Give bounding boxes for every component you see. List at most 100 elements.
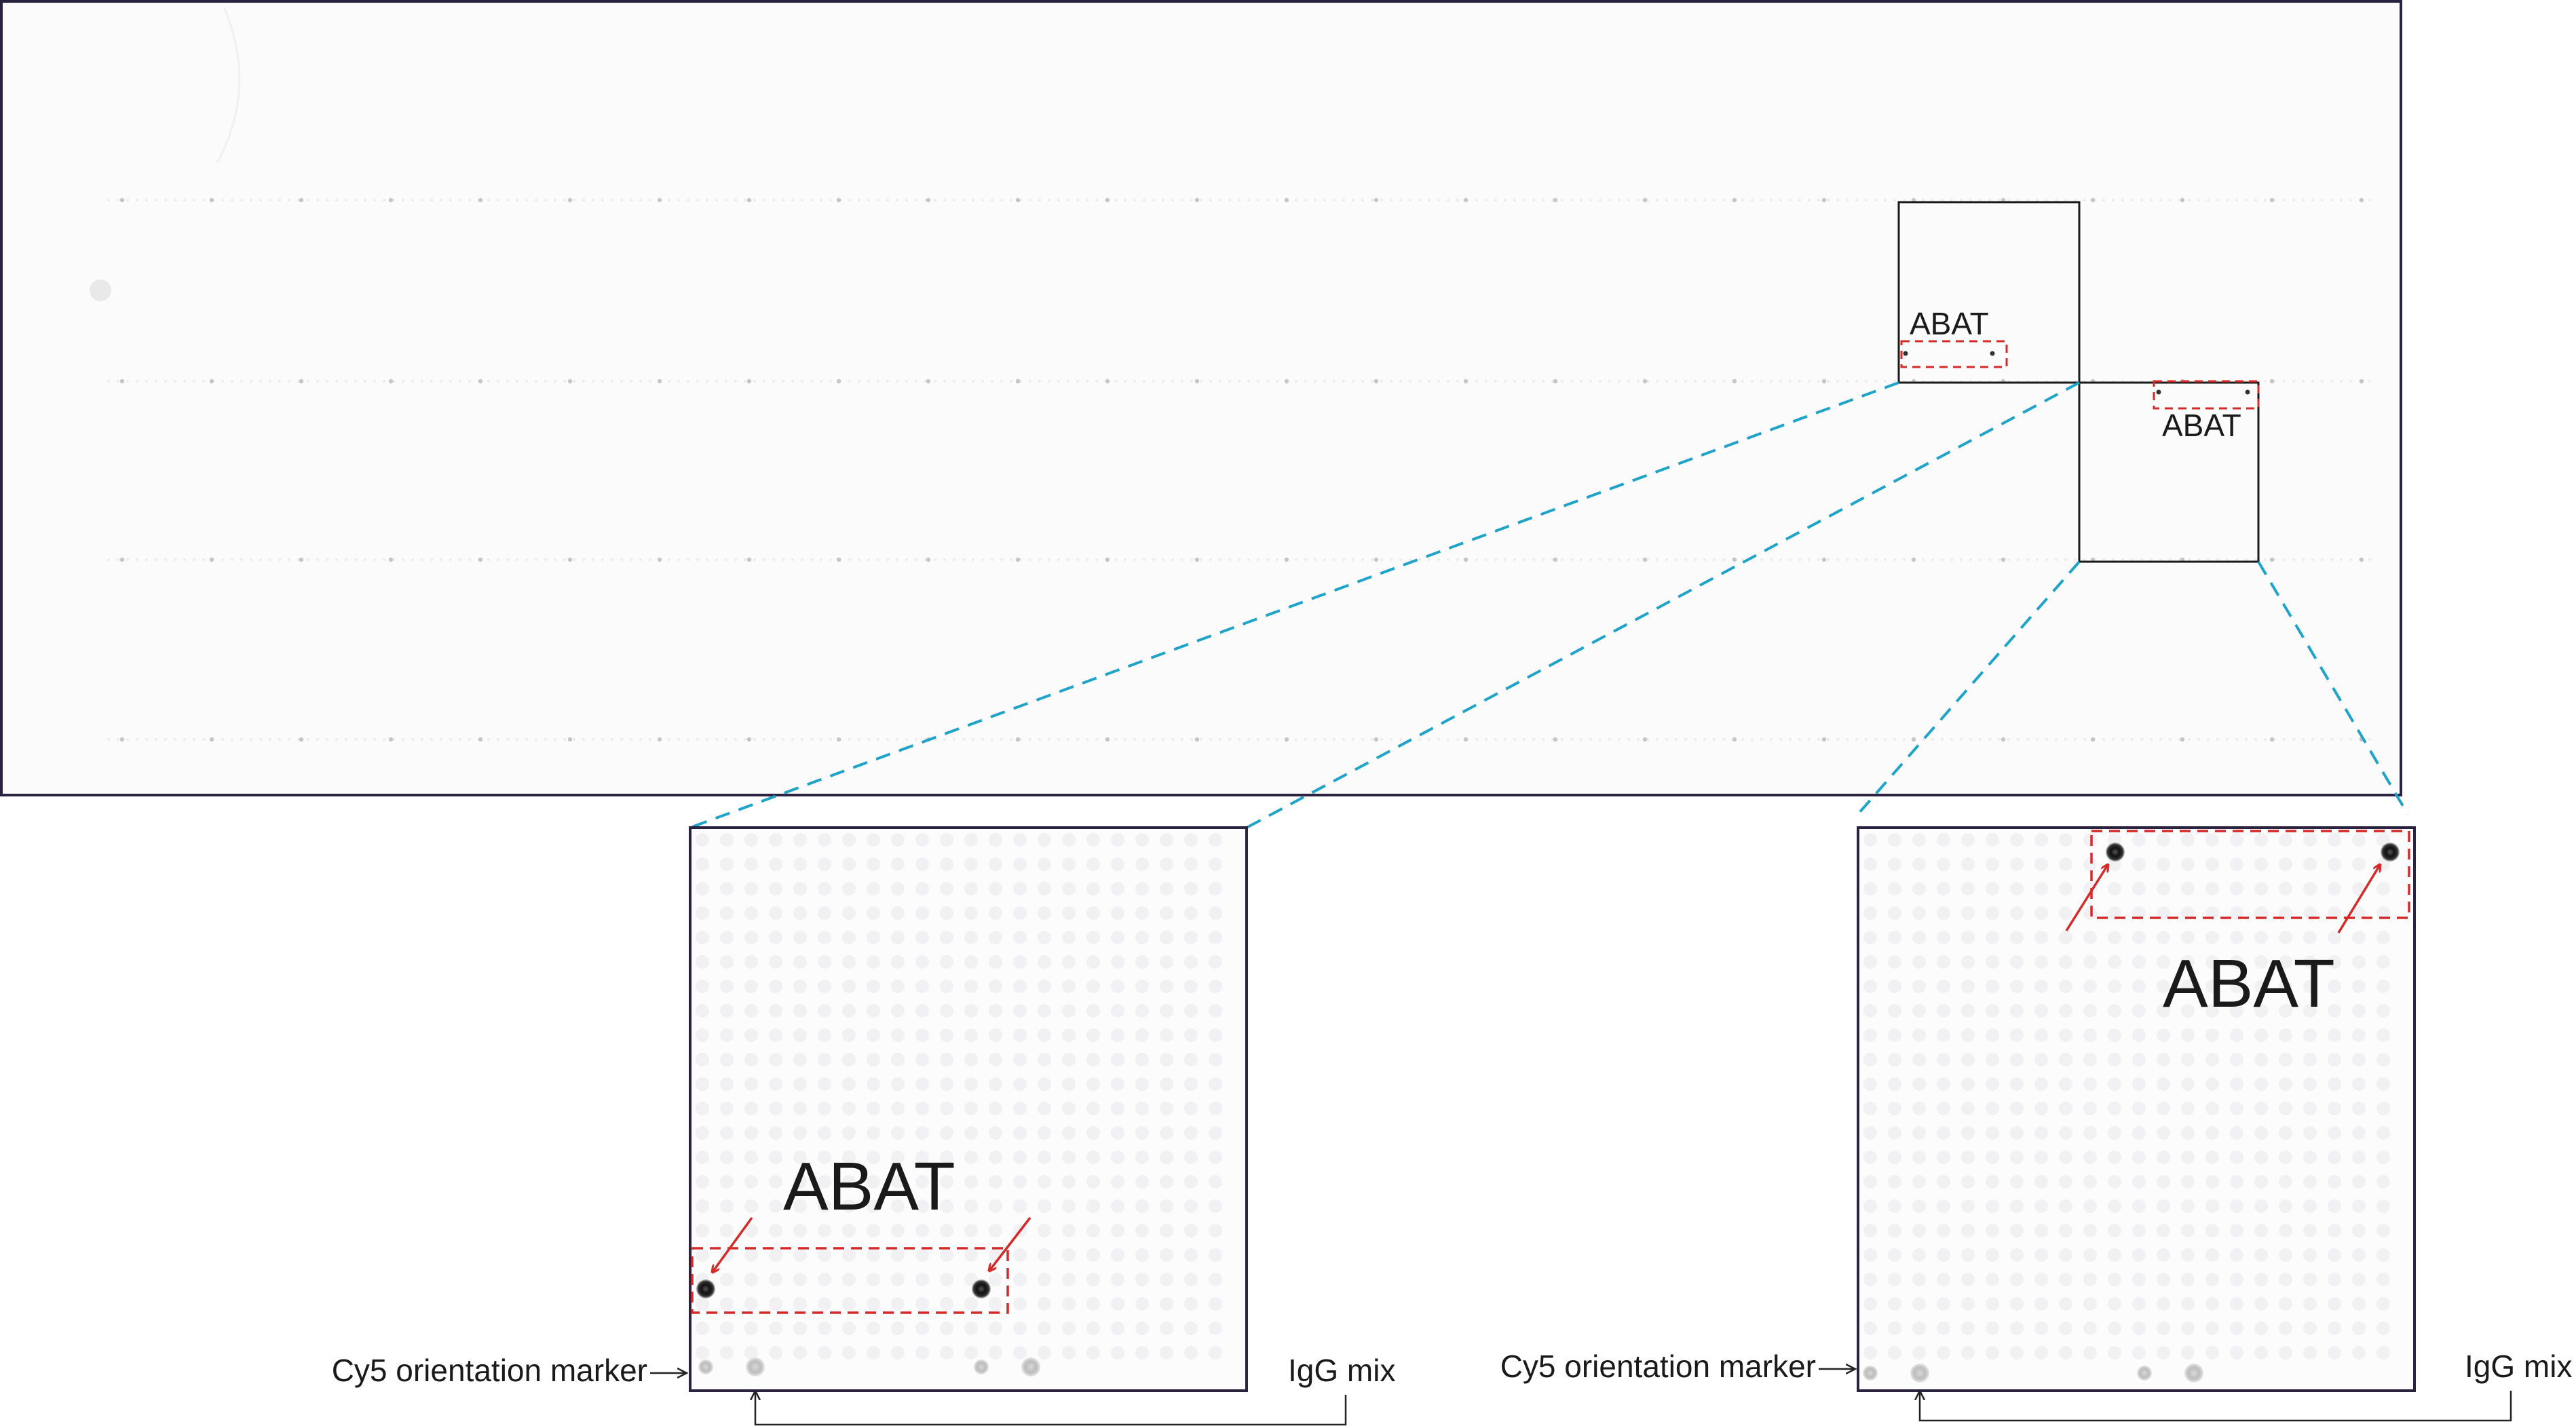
array-spot <box>2181 931 2195 944</box>
array-spot <box>1086 833 1100 847</box>
array-spot <box>1086 1224 1100 1237</box>
overview-array-spot <box>667 737 671 741</box>
overview-array-spot <box>1636 558 1640 562</box>
array-spot <box>842 1175 856 1189</box>
array-spot <box>891 1175 905 1189</box>
overview-array-spot <box>1284 737 1289 742</box>
overview-array-spot <box>2330 379 2334 383</box>
array-spot <box>744 1151 758 1164</box>
overview-array-spot <box>2187 198 2191 202</box>
array-spot <box>1135 1004 1149 1018</box>
array-spot <box>2205 1151 2219 1164</box>
overview-array-spot <box>1484 198 1488 202</box>
overview-array-spot <box>639 379 643 383</box>
overview-array-spot <box>2235 558 2239 562</box>
overview-array-spot <box>791 558 795 562</box>
overview-array-spot <box>2130 558 2134 562</box>
overview-array-spot <box>686 198 690 202</box>
overview-array-spot <box>553 198 557 202</box>
overview-array-spot <box>1389 198 1393 202</box>
array-spot <box>720 1102 734 1115</box>
array-spot <box>1038 1248 1051 1262</box>
overview-array-spot <box>202 198 206 202</box>
overview-array-spot <box>2159 558 2163 562</box>
overview-array-spot <box>1703 558 1707 562</box>
array-spot <box>915 1297 929 1311</box>
overview-array-spot <box>1266 558 1270 562</box>
overview-array-spot <box>876 198 880 202</box>
overview-array-spot <box>299 737 304 742</box>
array-spot <box>989 906 1002 920</box>
array-spot <box>1986 906 1999 920</box>
overview-array-spot <box>553 558 557 562</box>
overview-array-spot <box>2282 379 2286 383</box>
overview-array-spot <box>1304 737 1308 741</box>
array-spot <box>2157 1126 2170 1140</box>
array-spot <box>793 1102 807 1115</box>
overview-array-spot <box>354 737 358 741</box>
overview-array-spot <box>1608 379 1612 383</box>
array-spot <box>1135 833 1149 847</box>
overview-array-spot <box>299 197 304 203</box>
array-spot <box>1937 980 1950 993</box>
overview-array-spot <box>1950 558 1954 562</box>
overview-array-spot <box>1180 379 1184 383</box>
array-spot <box>720 955 734 969</box>
array-spot <box>915 1199 929 1213</box>
overview-array-spot <box>1370 558 1374 562</box>
array-spot <box>867 980 880 993</box>
overview-array-spot <box>1152 198 1156 202</box>
array-spot <box>720 1053 734 1066</box>
overview-array-spot <box>1997 737 2001 741</box>
array-spot <box>2205 1297 2219 1311</box>
array-spot <box>2352 1199 2366 1213</box>
overview-array-spot <box>715 737 719 741</box>
array-spot <box>1062 1175 1076 1189</box>
array-spot <box>1038 906 1051 920</box>
array-spot <box>744 1175 758 1189</box>
array-spot <box>696 1224 709 1237</box>
overview-array-spot <box>496 379 500 383</box>
array-spot <box>1135 857 1149 871</box>
overview-array-spot <box>648 558 652 562</box>
array-spot <box>2034 1175 2048 1189</box>
overview-array-spot <box>468 558 472 562</box>
overview-array-spot <box>344 737 348 741</box>
overview-array-spot <box>209 197 214 203</box>
overview-array-spot <box>154 558 158 562</box>
overview-array-spot <box>1674 737 1678 741</box>
overview-array-spot <box>478 379 483 384</box>
overview-array-spot <box>781 558 785 562</box>
array-spot <box>1888 1199 1901 1213</box>
overview-array-spot <box>1028 379 1032 383</box>
overview-array-spot <box>1085 558 1089 562</box>
overview-array-spot <box>610 737 614 741</box>
array-spot <box>2083 1028 2097 1042</box>
igg-spot <box>1910 1364 1929 1383</box>
overview-array-spot <box>325 198 329 202</box>
overview-array-spot <box>1655 737 1659 741</box>
overview-array-spot <box>278 737 282 741</box>
overview-array-spot <box>135 737 139 741</box>
array-spot <box>2059 857 2072 871</box>
overview-array-spot <box>1475 558 1479 562</box>
overview-array-spot <box>439 558 443 562</box>
array-spot <box>2083 1321 2097 1335</box>
array-spot <box>940 1102 953 1115</box>
array-spot <box>1986 1175 1999 1189</box>
overview-array-spot <box>1351 558 1355 562</box>
overview-array-spot <box>724 737 728 741</box>
overview-array-spot <box>2269 737 2275 742</box>
overview-array-spot <box>762 558 766 562</box>
overview-array-spot <box>724 558 728 562</box>
array-spot <box>1863 980 1877 993</box>
array-spot <box>2108 931 2121 944</box>
array-spot <box>2230 1126 2243 1140</box>
array-spot <box>2376 882 2390 895</box>
overview-array-spot <box>145 379 149 383</box>
array-spot <box>989 1321 1002 1335</box>
overview-array-spot <box>1105 557 1110 562</box>
array-spot <box>818 1248 831 1262</box>
array-spot <box>867 1224 880 1237</box>
overview-array-spot <box>2140 737 2144 741</box>
